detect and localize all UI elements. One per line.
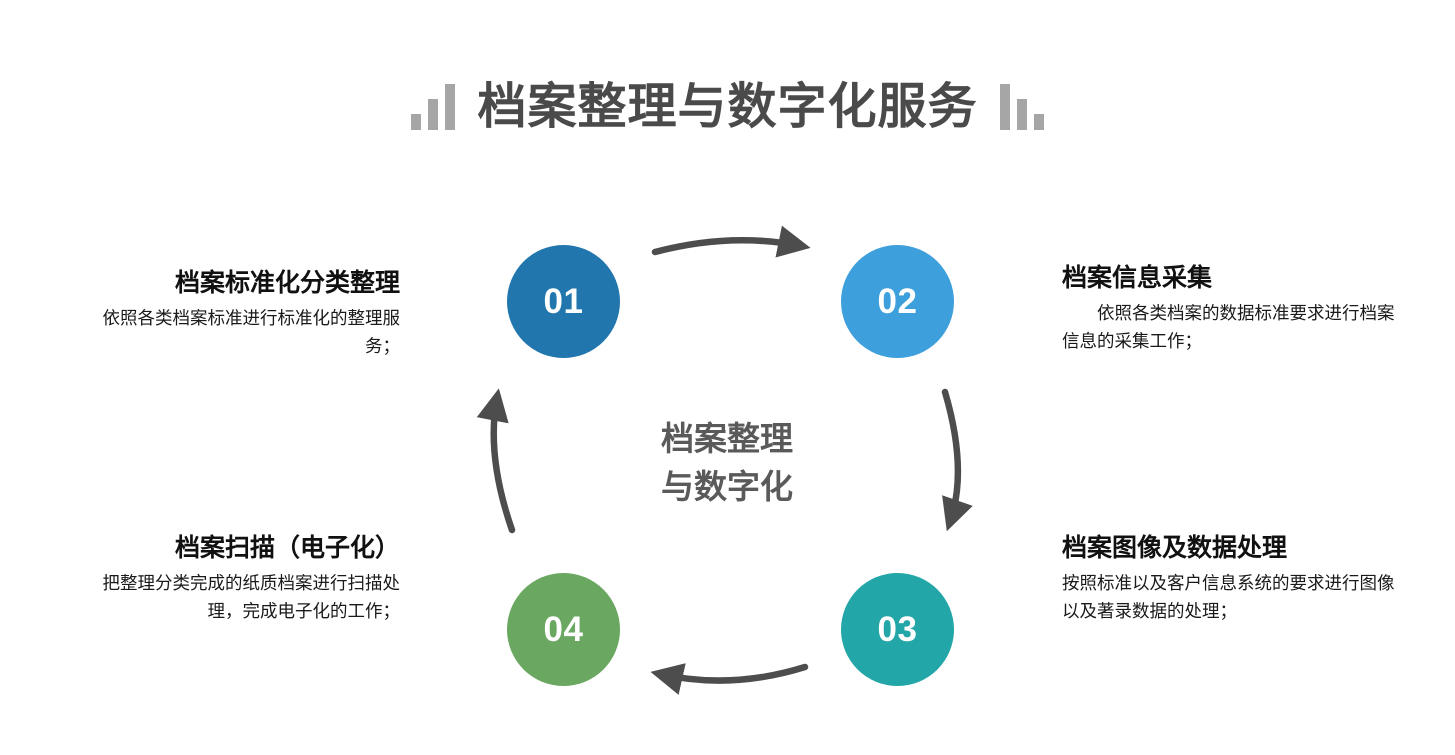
descending-bars-icon	[999, 84, 1044, 130]
step-title: 档案图像及数据处理	[1062, 534, 1288, 562]
bar-medium	[1016, 99, 1027, 130]
step-number: 04	[543, 609, 584, 649]
ascending-bars-icon	[411, 84, 456, 130]
bar-large	[999, 84, 1010, 130]
page-header: 档案整理与数字化服务	[0, 72, 1455, 142]
arrow-01-to-02	[651, 225, 811, 258]
step-body: 把整理分类完成的纸质档案进行扫描处理，完成电子化的工作；	[102, 573, 401, 622]
page-title: 档案整理与数字化服务	[477, 79, 978, 134]
step-body: 依照各类档案标准进行标准化的整理服务；	[102, 308, 401, 357]
step-text-03: 档案图像及数据处理 按照标准以及客户信息系统的要求进行图像以及著录数据的处理；	[1062, 533, 1407, 626]
step-number: 03	[877, 609, 918, 649]
bar-small	[1033, 114, 1044, 130]
bar-medium	[428, 99, 439, 130]
step-number: 02	[877, 281, 918, 321]
step-text-02: 档案信息采集 依照各类档案的数据标准要求进行档案信息的采集工作；	[1062, 263, 1407, 356]
bar-small	[411, 114, 422, 130]
step-number: 01	[543, 281, 584, 321]
step-body: 按照标准以及客户信息系统的要求进行图像以及著录数据的处理；	[1062, 573, 1395, 622]
step-circle-02[interactable]: 02	[841, 245, 954, 358]
step-text-01: 档案标准化分类整理 依照各类档案标准进行标准化的整理服务；	[40, 268, 401, 361]
step-title: 档案标准化分类整理	[174, 269, 400, 297]
arrow-03-to-04	[650, 663, 809, 695]
center-label: 档案整理 与数字化	[607, 415, 847, 511]
step-title: 档案信息采集	[1062, 264, 1213, 292]
step-body: 依照各类档案的数据标准要求进行档案信息的采集工作；	[1062, 303, 1395, 352]
center-label-line1: 档案整理	[661, 420, 793, 457]
step-circle-01[interactable]: 01	[507, 245, 620, 358]
step-title: 档案扫描（电子化）	[174, 534, 400, 562]
step-text-04: 档案扫描（电子化） 把整理分类完成的纸质档案进行扫描处理，完成电子化的工作；	[40, 533, 401, 626]
step-circle-04[interactable]: 04	[507, 573, 620, 686]
arrow-04-to-01	[476, 388, 516, 534]
step-circle-03[interactable]: 03	[841, 573, 954, 686]
center-label-line2: 与数字化	[661, 467, 793, 505]
bar-large	[445, 84, 456, 130]
arrow-02-to-03	[941, 388, 973, 532]
